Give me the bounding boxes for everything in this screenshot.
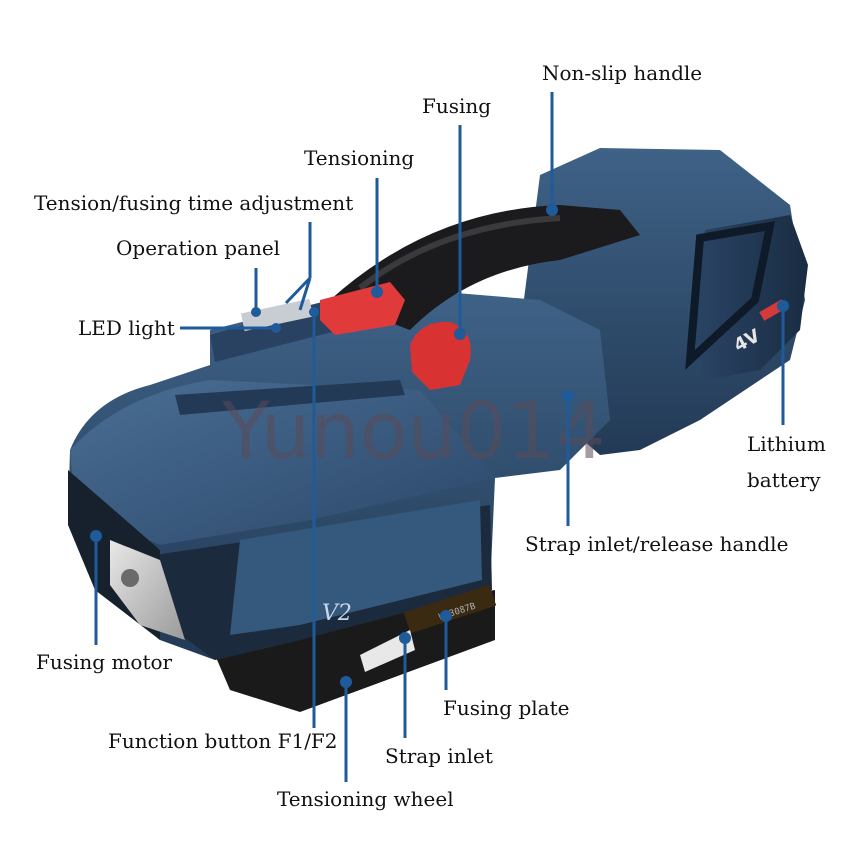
- dot-strap-release: [562, 390, 574, 402]
- lithium-battery-pack: [690, 215, 808, 380]
- fusing-motor-cap: [110, 540, 185, 640]
- label-fusing-motor: Fusing motor: [36, 650, 173, 674]
- dot-fusing-motor: [90, 530, 102, 542]
- dot-tensioning-wheel: [340, 676, 352, 688]
- label-fusing: Fusing: [422, 94, 491, 118]
- label-lithium-battery-2: battery: [747, 468, 821, 492]
- label-led-light: LED light: [78, 316, 175, 340]
- label-lithium-battery-1: Lithium: [747, 432, 826, 456]
- fusing-motor-bolt: [121, 569, 139, 587]
- top-ridge: [175, 380, 405, 415]
- dot-fusing-plate: [440, 610, 452, 622]
- label-non-slip-handle: Non-slip handle: [542, 61, 702, 85]
- label-function-button: Function button F1/F2: [108, 729, 338, 753]
- label-strap-inlet-release: Strap inlet/release handle: [525, 532, 788, 556]
- label-tension-fusing-time: Tension/fusing time adjustment: [34, 191, 353, 215]
- leader-time-adjust-a: [284, 276, 312, 305]
- dot-non-slip-handle: [546, 204, 558, 216]
- side-panel: [230, 500, 482, 635]
- dot-led-light: [271, 323, 281, 333]
- label-fusing-plate: Fusing plate: [443, 696, 569, 720]
- operation-panel-display: [240, 298, 314, 332]
- label-tensioning-wheel: Tensioning wheel: [277, 787, 454, 811]
- watermark-text: Yunou014: [221, 387, 606, 477]
- label-strap-inlet: Strap inlet: [385, 744, 493, 768]
- fusing-plate-strip: [403, 584, 497, 634]
- fusing-lever: [410, 321, 471, 390]
- battery-frame: [685, 221, 776, 370]
- dot-lithium-battery: [777, 300, 789, 312]
- callout-labels: Non-slip handle Fusing Tensioning Tensio…: [34, 61, 826, 811]
- label-operation-panel: Operation panel: [116, 236, 280, 260]
- label-tensioning: Tensioning: [304, 146, 414, 170]
- tensioning-button: [320, 282, 405, 335]
- dot-function-button: [309, 307, 319, 317]
- dot-fusing: [454, 328, 466, 340]
- leader-time-adjust-b: [298, 277, 312, 311]
- dot-strap-inlet: [399, 632, 411, 644]
- leader-lines: [90, 92, 789, 782]
- model-badge: V2: [322, 601, 352, 626]
- handle-grip-highlight: [358, 215, 561, 291]
- dot-tensioning: [371, 286, 383, 298]
- tool-illustration: 4V V2 WG3087B: [68, 148, 808, 712]
- top-shell: [70, 380, 495, 545]
- watermarks: Yunou014: [221, 387, 606, 477]
- handle-grip: [330, 205, 640, 330]
- dot-operation-panel: [251, 307, 261, 317]
